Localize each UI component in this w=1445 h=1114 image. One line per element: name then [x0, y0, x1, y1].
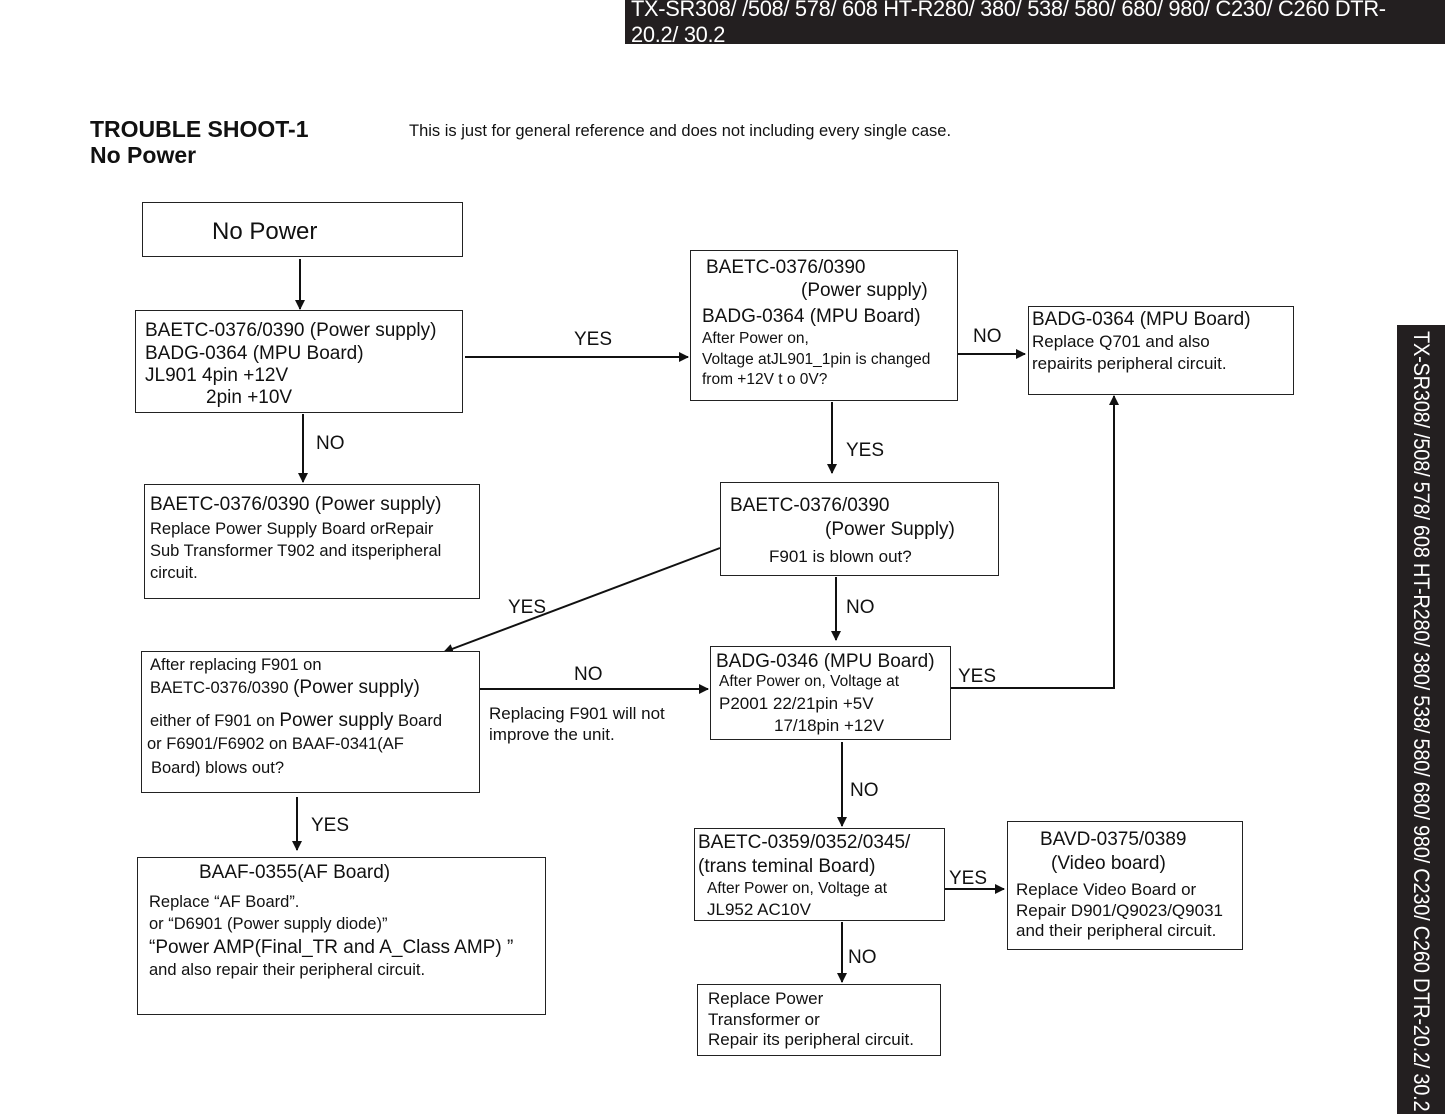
jl901-check-box: BAETC-0376/0390 (Power supply) BADG-0364… [690, 250, 958, 401]
replace-q701-line2: Replace Q701 and also [1032, 332, 1210, 351]
replace-transformer-line2: Transformer or [708, 1010, 820, 1029]
check-supply-line2: BADG-0364 (MPU Board) [145, 343, 364, 364]
label-yes-p2001-to-q701: YES [958, 666, 997, 687]
check-supply-line3: JL901 4pin +12V [145, 365, 289, 386]
after-replace-line3-part2: Power supply [279, 710, 394, 731]
replace-q701-line3: repairits peripheral circuit. [1032, 354, 1227, 373]
f901-check-line2: (Power Supply) [825, 519, 955, 540]
replacing-f901-note-line1: Replacing F901 will not [489, 704, 665, 723]
video-board-line3: Replace Video Board or [1016, 880, 1197, 899]
no-power-box: No Power [142, 202, 463, 257]
replace-supply-line4: circuit. [150, 564, 198, 582]
replace-q701-line1: BADG-0364 (MPU Board) [1032, 309, 1251, 330]
jl901-check-line4: After Power on, [702, 330, 809, 347]
check-supply-line4: 2pin +10V [206, 387, 293, 408]
label-yes-to-jl901: YES [574, 329, 613, 350]
model-banner-text: TX-SR308/ /508/ 578/ 608 HT-R280/ 380/ 5… [631, 0, 1386, 47]
af-board-line3: or “D6901 (Power supply diode)” [149, 915, 388, 933]
replace-transformer-box: Replace Power Transformer or Repair its … [697, 984, 941, 1056]
label-yes-to-f901: YES [846, 440, 885, 461]
label-yes-to-after-replace: YES [508, 597, 547, 618]
label-no-to-q701: NO [973, 326, 1002, 347]
video-board-line1: BAVD-0375/0389 [1040, 829, 1187, 850]
page-title-line2: No Power [90, 142, 197, 168]
after-replace-line3-part3: Board [393, 712, 443, 730]
replacing-f901-note-line2: improve the unit. [489, 725, 615, 744]
p2001-check-line4: 17/18pin +12V [774, 716, 885, 735]
replace-transformer-line3: Repair its peripheral circuit. [708, 1030, 914, 1049]
label-no-to-p2001: NO [846, 597, 875, 618]
label-no-to-transformer: NO [848, 947, 877, 968]
after-replace-line2-part2: (Power supply) [293, 677, 420, 698]
jl901-check-line5: Voltage atJL901_1pin is changed [702, 351, 931, 368]
video-board-box: BAVD-0375/0389 (Video board) Replace Vid… [1007, 821, 1243, 950]
check-supply-box: BAETC-0376/0390 (Power supply) BADG-0364… [135, 310, 463, 413]
after-replace-line4: or F6901/F6902 on BAAF-0341(AF [147, 735, 404, 753]
after-replace-box: After replacing F901 on BAETC-0376/0390 … [141, 651, 480, 793]
label-no-to-replace-supply: NO [316, 433, 345, 454]
label-yes-to-video: YES [949, 868, 988, 889]
page-title: TROUBLE SHOOT-1 No Power [90, 116, 309, 168]
f901-check-box: BAETC-0376/0390 (Power Supply) F901 is b… [720, 482, 999, 576]
jl952-check-line3: After Power on, Voltage at [707, 880, 888, 897]
check-supply-line1: BAETC-0376/0390 (Power supply) [145, 320, 437, 341]
replace-supply-line2: Replace Power Supply Board orRepair [150, 520, 434, 538]
f901-check-line3: F901 is blown out? [769, 547, 912, 566]
replace-supply-box: BAETC-0376/0390 (Power supply) Replace P… [144, 484, 480, 599]
replace-transformer-line1: Replace Power [708, 989, 824, 1008]
p2001-check-line1: BADG-0346 (MPU Board) [716, 651, 935, 672]
video-board-line2: (Video board) [1051, 853, 1166, 874]
side-model-tab: TX-SR308/ /508/ 578/ 608 HT-R280/ 380/ 5… [1397, 325, 1445, 1114]
model-banner: TX-SR308/ /508/ 578/ 608 HT-R280/ 380/ 5… [625, 0, 1445, 47]
page-title-line1: TROUBLE SHOOT-1 [90, 116, 309, 142]
jl901-check-line3: BADG-0364 (MPU Board) [702, 306, 921, 327]
p2001-check-box: BADG-0346 (MPU Board) After Power on, Vo… [710, 646, 951, 740]
jl901-check-line6: from +12V t o 0V? [702, 371, 828, 388]
jl952-check-line2: (trans teminal Board) [698, 856, 876, 877]
after-replace-line5: Board) blows out? [151, 759, 284, 777]
jl952-check-line1: BAETC-0359/0352/0345/ [698, 832, 911, 853]
arrow-f901-yes [443, 547, 721, 654]
jl952-check-line4: JL952 AC10V [707, 900, 811, 919]
label-yes-to-af-board: YES [311, 815, 350, 836]
replacing-f901-note: Replacing F901 will not improve the unit… [489, 703, 665, 745]
af-board-box: BAAF-0355(AF Board) Replace “AF Board”. … [137, 857, 546, 1015]
reference-note: This is just for general reference and d… [409, 122, 952, 140]
p2001-check-line2: After Power on, Voltage at [719, 673, 900, 690]
after-replace-line2: BAETC-0376/0390 (Power supply) [150, 678, 420, 697]
f901-check-line1: BAETC-0376/0390 [730, 495, 890, 516]
no-power-text: No Power [212, 218, 318, 245]
af-board-line4: “Power AMP(Final_TR and A_Class AMP) ” [149, 937, 514, 958]
replace-supply-line1: BAETC-0376/0390 (Power supply) [150, 494, 442, 515]
after-replace-line3: either of F901 on Power supply Board [150, 711, 442, 730]
jl901-check-line1: BAETC-0376/0390 [706, 257, 866, 278]
replace-q701-box: BADG-0364 (MPU Board) Replace Q701 and a… [1028, 306, 1294, 395]
af-board-line2: Replace “AF Board”. [149, 893, 300, 911]
af-board-line1: BAAF-0355(AF Board) [199, 862, 391, 883]
p2001-check-line3: P2001 22/21pin +5V [719, 694, 874, 713]
after-replace-line3-part1: either of F901 on [150, 712, 280, 730]
video-board-line5: and their peripheral circuit. [1016, 921, 1217, 940]
after-replace-line1: After replacing F901 on [150, 656, 322, 674]
replace-supply-line3: Sub Transformer T902 and itsperipheral [150, 542, 442, 560]
jl952-check-box: BAETC-0359/0352/0345/ (trans teminal Boa… [694, 828, 945, 921]
arrow-p2001-yes [951, 395, 1119, 689]
label-no-to-p2001-from-after: NO [574, 664, 603, 685]
video-board-line4: Repair D901/Q9023/Q9031 [1016, 901, 1223, 920]
af-board-line5: and also repair their peripheral circuit… [149, 961, 426, 979]
label-no-to-jl952: NO [850, 780, 879, 801]
after-replace-line2-part1: BAETC-0376/0390 [150, 679, 294, 697]
jl901-check-line2: (Power supply) [801, 280, 928, 301]
